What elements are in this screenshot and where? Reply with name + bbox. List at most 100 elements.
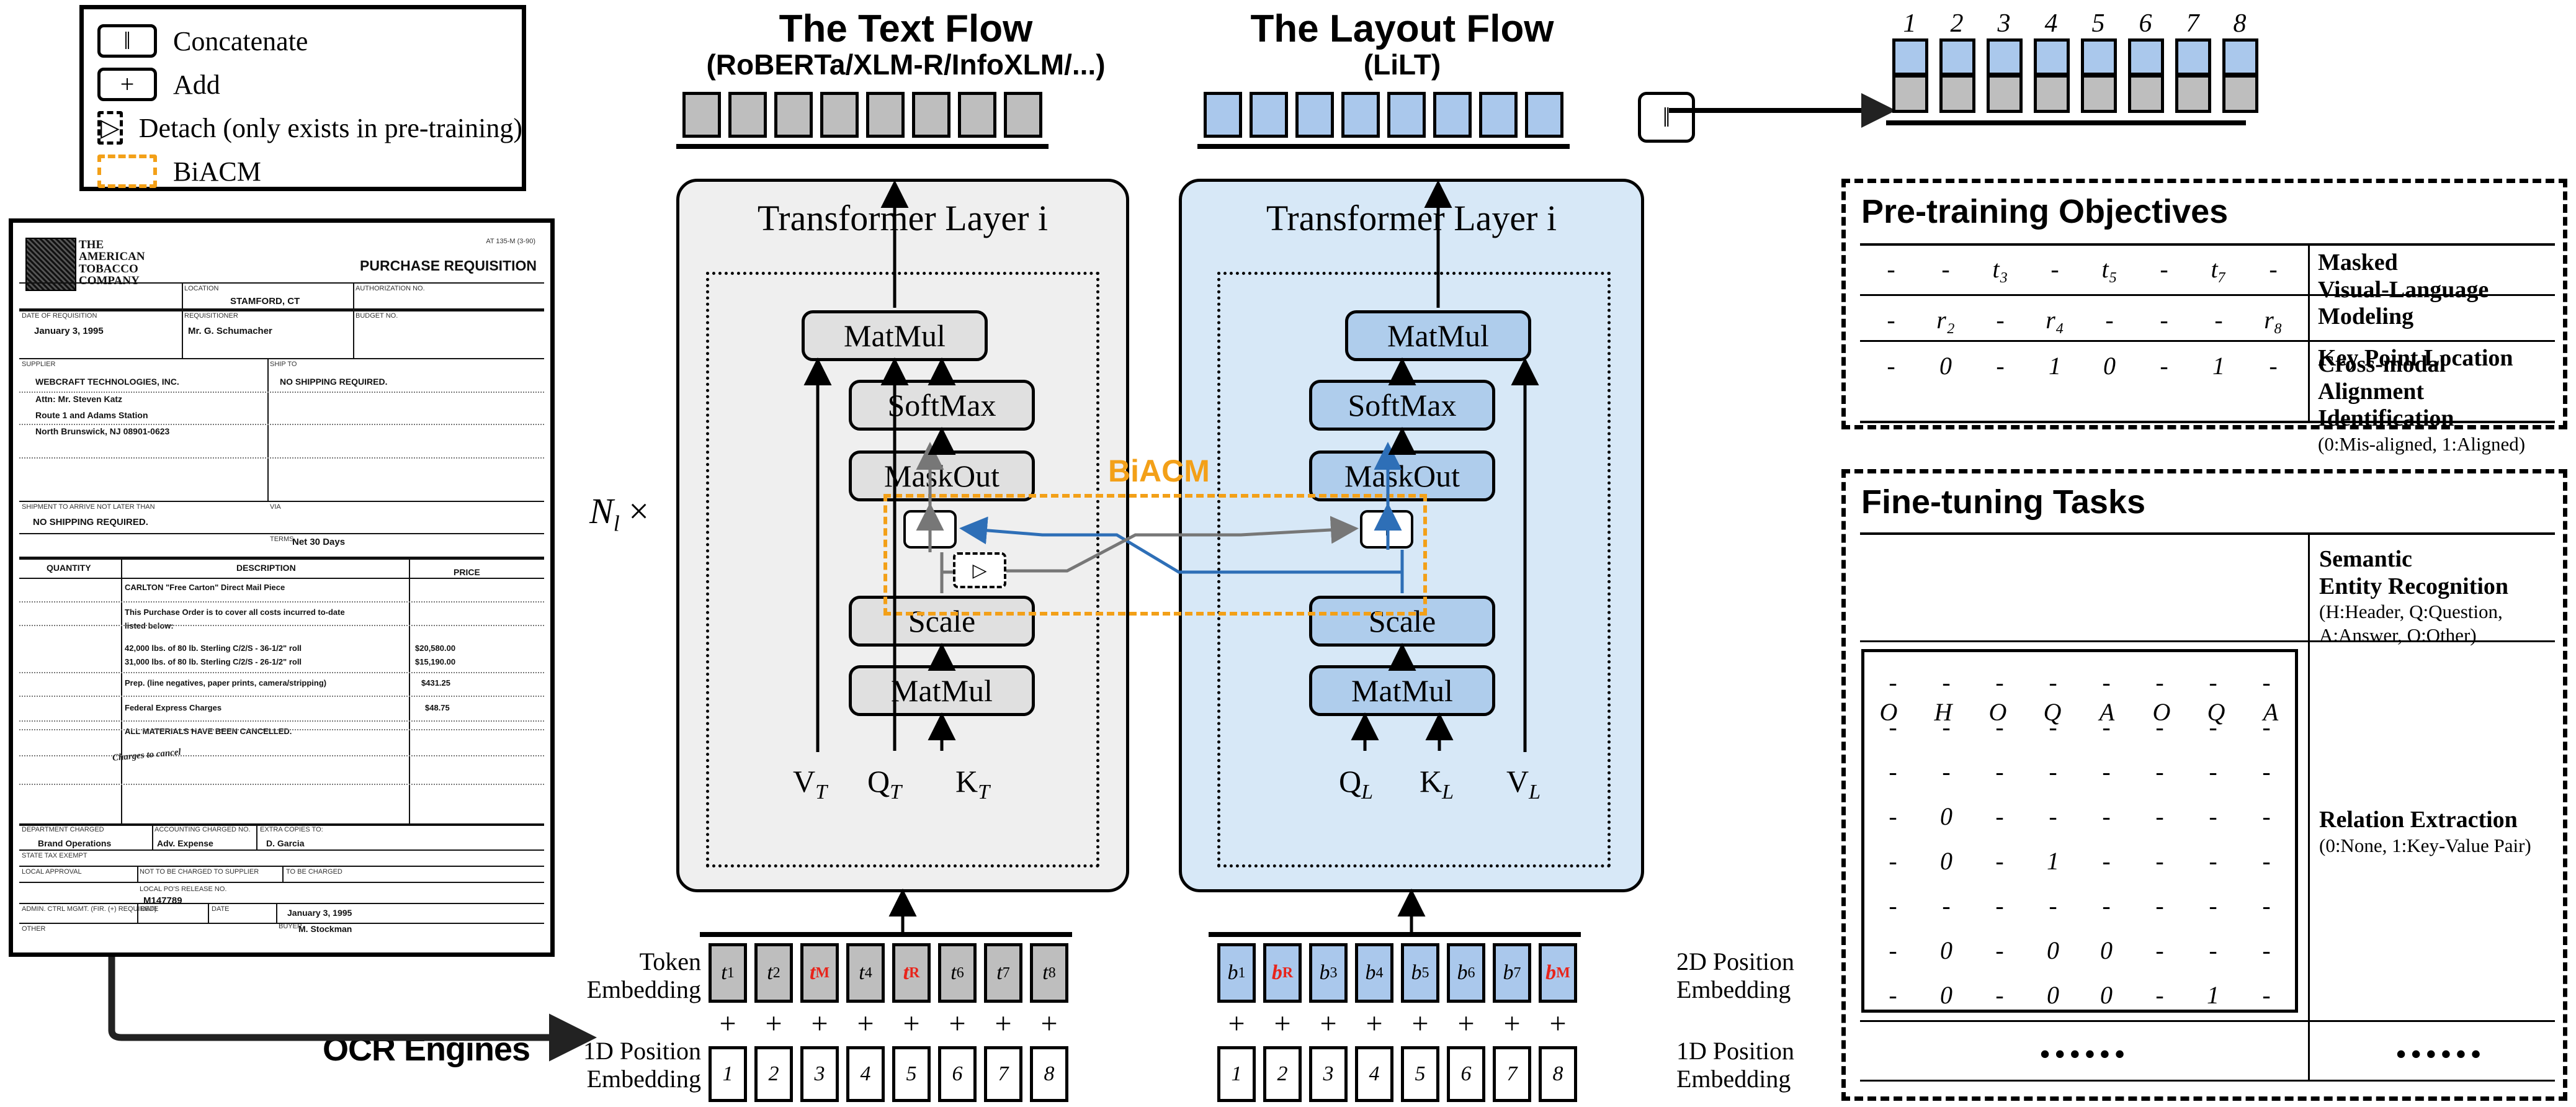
re-cell-5-4: 1 [2047, 847, 2059, 875]
text-input-k: KT [955, 764, 990, 804]
relation-extraction-matrix [1861, 649, 2298, 1013]
biacm-region [883, 494, 1427, 616]
doc-supplier-line-3: North Brunswick, NJ 08901-0623 [35, 426, 170, 436]
layout-token-top-6 [1433, 92, 1472, 138]
output-layout-part-4 [2034, 38, 2070, 76]
pos1d-embedding-label-right: 1D Position Embedding [1676, 1037, 1795, 1093]
ser-cell-6: O [2152, 698, 2171, 726]
re-cell-7-2: 0 [1940, 936, 1952, 964]
doc-footer-extra-label: EXTRA COPIES TO: [260, 826, 323, 833]
re-cell-5-8: - [2262, 847, 2271, 875]
layout-plus-1: + [1228, 1007, 1245, 1040]
layout-input-k: KL [1420, 764, 1454, 804]
doc-field-value-shipto: NO SHIPPING REQUIRED. [280, 377, 388, 387]
doc-field-label-via: VIA [270, 503, 281, 511]
pretraining-cell-1-4: - [2051, 255, 2059, 283]
output-layout-part-7 [2175, 38, 2211, 76]
text-position-1: 1 [709, 1046, 747, 1102]
doc-footer-checkbox-1: NOT TO BE CHARGED TO SUPPLIER [140, 868, 259, 876]
re-cell-2-4: - [2049, 713, 2057, 741]
layout-matmul-bottom: MatMul [1309, 665, 1495, 716]
text-plus-7: + [995, 1007, 1012, 1040]
pretraining-cell-2-8: r₈ [2264, 306, 2283, 334]
doc-col-quantity: QUANTITY [47, 563, 91, 573]
pretraining-cell-3-2: 0 [1939, 352, 1952, 380]
doc-row-desc-3: 42,000 lbs. of 80 lb. Sterling C/2/S - 3… [125, 643, 302, 653]
output-text-part-7 [2175, 74, 2211, 113]
layout-embed-underline [1209, 932, 1581, 937]
layout-token-underline [1197, 144, 1570, 149]
text-input-q: QT [867, 764, 902, 804]
text-matmul-bottom: MatMul [849, 665, 1035, 716]
output-index-7: 7 [2186, 9, 2199, 38]
ocr-engines-label: OCR Engines [323, 1031, 530, 1068]
doc-row-desc-7: ALL MATERIALS HAVE BEEN CANCELLED. [125, 727, 292, 736]
re-cell-4-5: - [2102, 802, 2111, 830]
output-index-3: 3 [1997, 9, 2011, 38]
doc-row-desc-0: CARLTON "Free Carton" Direct Mail Piece [125, 583, 285, 592]
text-plus-5: + [903, 1007, 920, 1040]
ser-cell-3: O [1988, 698, 2007, 726]
pretraining-cell-1-5: t₅ [2101, 255, 2118, 283]
doc-footer-reqno-label: LOCAL PO'S RELEASE NO. [140, 885, 227, 893]
pretraining-cell-1-8: - [2269, 255, 2278, 283]
doc-company-name: THE AMERICAN TOBACCO COMPANY [79, 238, 145, 288]
token-embedding-label: Token Embedding [586, 948, 701, 1003]
re-cell-7-1: - [1889, 936, 1897, 964]
ellipsis-left: •••••• [2040, 1038, 2130, 1070]
re-cell-6-1: - [1889, 892, 1897, 920]
re-cell-8-8: - [2262, 981, 2271, 1009]
text-plus-4: + [857, 1007, 874, 1040]
concat-operator: ‖ [1638, 92, 1695, 143]
output-text-part-4 [2034, 74, 2070, 113]
repeat-times: × [628, 491, 649, 531]
re-cell-5-6: - [2155, 847, 2164, 875]
re-cell-6-2: - [1942, 892, 1951, 920]
re-cell-6-8: - [2262, 892, 2271, 920]
output-layout-part-5 [2081, 38, 2117, 76]
text-flow-title-sub: (RoBERTa/XLM-R/InfoXLM/...) [706, 48, 1106, 81]
output-index-2: 2 [1950, 9, 1964, 38]
ser-cell-5: A [2099, 698, 2115, 726]
doc-col-price: PRICE [454, 567, 480, 577]
pretraining-cell-3-5: 0 [2103, 352, 2116, 380]
text-plus-6: + [949, 1007, 966, 1040]
repeat-count-label: Nl × [589, 490, 649, 537]
repeat-n: N [589, 491, 614, 531]
text-token-top-2 [728, 92, 767, 138]
re-cell-7-8: - [2262, 936, 2271, 964]
re-cell-3-6: - [2155, 758, 2164, 786]
re-cell-2-1: - [1889, 713, 1897, 741]
re-cell-3-3: - [1995, 758, 2004, 786]
re-cell-7-5: 0 [2100, 936, 2113, 964]
detach-icon: ▷ [97, 111, 123, 145]
layout-flow-title: The Layout Flow (LiLT) [1185, 9, 1619, 81]
re-cell-4-8: - [2262, 802, 2271, 830]
text-input-v: VT [793, 764, 828, 804]
text-token-top-1 [682, 92, 721, 138]
layout-plus-8: + [1549, 1007, 1567, 1040]
pretraining-row-2: -r₂-r₄---r₈ [1864, 305, 2301, 334]
re-cell-2-6: - [2155, 713, 2164, 741]
biacm-icon [97, 155, 157, 188]
re-cell-5-1: - [1889, 847, 1897, 875]
text-token-top-4 [820, 92, 859, 138]
doc-field-label-date: DATE OF REQUISITION [22, 312, 97, 320]
pretraining-row-1: --t₃-t₅-t₇- [1864, 254, 2301, 284]
text-plus-8: + [1040, 1007, 1058, 1040]
re-cell-8-6: - [2155, 981, 2164, 1009]
re-cell-7-4: 0 [2047, 936, 2059, 964]
doc-footer-extra-value: D. Garcia [266, 838, 305, 848]
